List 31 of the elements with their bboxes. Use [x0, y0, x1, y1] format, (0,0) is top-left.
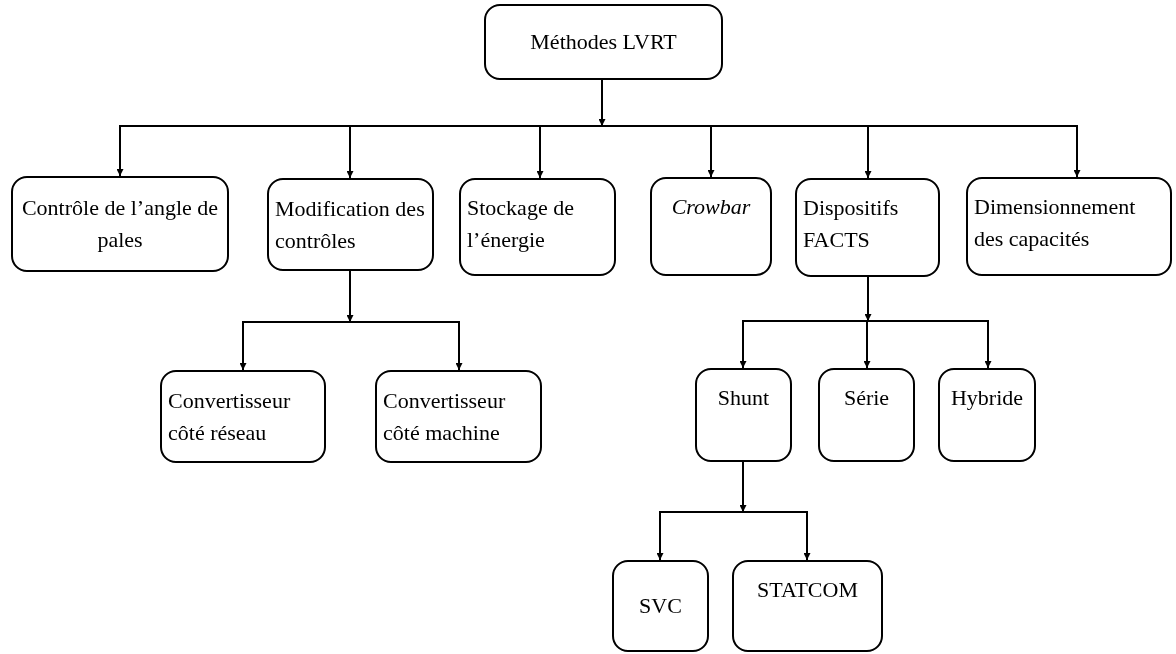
rounded-box: [795, 178, 940, 277]
node-label: Modification des contrôles: [275, 194, 426, 255]
rounded-box: [484, 4, 723, 80]
connector-arrow: [349, 270, 463, 371]
node-label: Contrôle de l’angle de pales: [20, 194, 220, 254]
node-label: Dimensionnement des capacités: [974, 193, 1137, 253]
node-label: Méthodes LVRT: [530, 28, 677, 57]
rounded-box: [938, 368, 1036, 462]
rounded-box: [732, 560, 883, 652]
node-label: Stockage de l’énergie: [467, 194, 575, 254]
rounded-box: [267, 178, 434, 271]
node-label: Convertisseur côté réseau: [168, 386, 292, 447]
rounded-box: [650, 177, 772, 276]
node-label: STATCOM: [757, 576, 858, 604]
connector-arrow: [867, 276, 992, 369]
rounded-box: [818, 368, 915, 462]
node-label: SVC: [639, 592, 682, 621]
rounded-box: [612, 560, 709, 652]
rounded-box: [966, 177, 1172, 276]
connector-arrow: [742, 461, 811, 561]
rounded-box: [375, 370, 542, 463]
node-label: Hybride: [950, 384, 1024, 412]
rounded-box: [695, 368, 792, 462]
node-label: Shunt: [717, 384, 770, 412]
node-label: Crowbar: [671, 193, 751, 221]
node-label: Convertisseur côté machine: [383, 386, 507, 447]
rounded-box: [160, 370, 326, 463]
rounded-box: [459, 178, 616, 276]
node-label: Dispositifs FACTS: [803, 194, 900, 254]
rounded-box: [11, 176, 229, 272]
node-label: Série: [843, 384, 890, 412]
